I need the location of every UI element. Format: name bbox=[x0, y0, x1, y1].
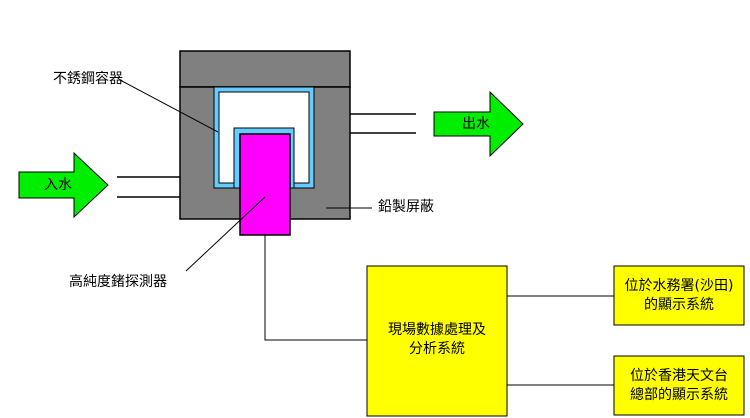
wsd-display-box bbox=[613, 265, 745, 326]
wsd-display-text: 位於水務署(沙田) 的顯示系統 bbox=[614, 277, 744, 315]
detector-leader bbox=[185, 196, 266, 272]
water-out-label: 出水 bbox=[462, 116, 490, 132]
signal-cable bbox=[264, 235, 367, 341]
processing-system-box bbox=[366, 265, 508, 417]
hko-line-2: 總部的顯示系統 bbox=[630, 387, 728, 403]
container-leader bbox=[119, 79, 219, 133]
processing-line-1: 現場數據處理及 bbox=[388, 322, 486, 338]
shield-label: 鉛製屏蔽 bbox=[378, 199, 434, 215]
water-in-arrow bbox=[18, 151, 109, 219]
hpge-detector bbox=[239, 133, 291, 236]
lead-shield-top bbox=[179, 50, 351, 88]
detector-label: 高純度鍺探測器 bbox=[69, 274, 167, 290]
water-in-label: 入水 bbox=[44, 177, 72, 193]
hko-display-text: 位於香港天文台 總部的顯示系統 bbox=[614, 367, 744, 405]
processing-system-text: 現場數據處理及 分析系統 bbox=[367, 321, 507, 359]
processing-line-2: 分析系統 bbox=[409, 341, 465, 357]
container-label: 不銹鋼容器 bbox=[53, 71, 123, 87]
hko-display-box bbox=[613, 355, 745, 416]
water-out-arrow bbox=[433, 90, 524, 158]
wsd-line-2: 的顯示系統 bbox=[644, 297, 714, 313]
wsd-line-1: 位於水務署(沙田) bbox=[624, 278, 734, 294]
hko-line-1: 位於香港天文台 bbox=[630, 368, 728, 384]
